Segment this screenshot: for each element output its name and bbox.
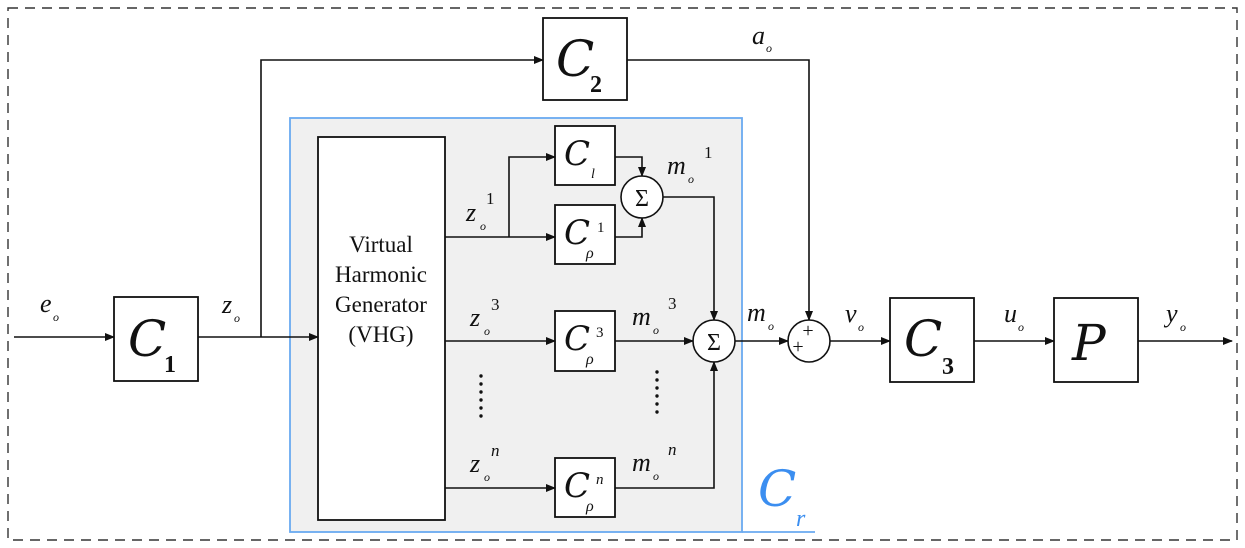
signal-z3: z o 3 xyxy=(469,295,500,338)
svg-text:z: z xyxy=(469,449,480,478)
region-label-sub: r xyxy=(796,506,806,532)
signal-z1: z o 1 xyxy=(465,189,495,233)
c2-label: C xyxy=(556,30,594,88)
signal-u: u o xyxy=(1004,299,1024,334)
wire-cl-sum xyxy=(615,156,646,177)
vhg-line-2: Harmonic xyxy=(335,262,427,287)
svg-text:o: o xyxy=(653,323,659,337)
wire-z-c2 xyxy=(260,56,544,337)
svg-text:o: o xyxy=(688,172,694,186)
plant-label: P xyxy=(1071,314,1107,372)
svg-text:e: e xyxy=(40,289,52,318)
svg-text:a: a xyxy=(752,21,765,50)
svg-text:m: m xyxy=(632,302,651,331)
summer-plus-top: + xyxy=(802,320,813,342)
crho3-sup: 3 xyxy=(596,325,604,341)
c3-label: C xyxy=(904,310,942,368)
outer-dashed-frame xyxy=(7,7,1238,541)
signal-m3: m o 3 xyxy=(632,294,677,337)
vhg-line-1: Virtual xyxy=(349,232,413,257)
svg-text:3: 3 xyxy=(668,294,677,313)
signal-z: z o xyxy=(221,290,240,325)
cl-label: C xyxy=(564,134,590,174)
crho1-sub: ρ xyxy=(585,245,594,262)
crho3-label: C xyxy=(564,319,590,359)
signal-m1: m o 1 xyxy=(667,143,713,186)
svg-text:z: z xyxy=(465,198,476,227)
svg-text:n: n xyxy=(491,441,500,460)
vhg-line-3: Generator xyxy=(335,292,427,317)
wire-crho1-sum xyxy=(615,217,646,238)
wire-z1-cl xyxy=(508,153,556,237)
summer-plus-left: + xyxy=(792,336,803,358)
svg-text:y: y xyxy=(1163,299,1178,328)
signal-mn: m o n xyxy=(632,440,677,483)
svg-text:m: m xyxy=(632,448,651,477)
cl-block xyxy=(554,125,616,186)
svg-text:o: o xyxy=(766,41,772,55)
wire-m1 xyxy=(663,196,718,321)
svg-text:3: 3 xyxy=(491,295,500,314)
svg-text:o: o xyxy=(653,469,659,483)
signal-e: e o xyxy=(40,289,59,324)
svg-text:o: o xyxy=(484,324,490,338)
svg-text:1: 1 xyxy=(704,143,713,162)
c2-sub: 2 xyxy=(590,72,602,98)
svg-text:1: 1 xyxy=(486,189,495,208)
signal-y: y o xyxy=(1163,299,1186,334)
c1-label: C xyxy=(128,310,166,368)
plant-block xyxy=(1053,297,1139,383)
vhg-block xyxy=(317,136,446,521)
c3-sub: 3 xyxy=(942,354,954,380)
svg-text:z: z xyxy=(469,303,480,332)
crhon-label: C xyxy=(564,466,590,506)
c3-block xyxy=(889,297,975,383)
svg-text:o: o xyxy=(1018,320,1024,334)
svg-text:o: o xyxy=(234,311,240,325)
svg-text:o: o xyxy=(53,310,59,324)
ellipsis-m xyxy=(655,370,659,414)
crho1-label: C xyxy=(564,213,590,253)
signal-a: a o xyxy=(752,21,772,55)
region-label: C xyxy=(758,460,796,518)
svg-text:u: u xyxy=(1004,299,1017,328)
summer-mid-sigma: Σ xyxy=(707,330,721,356)
summer-top-sigma: Σ xyxy=(635,186,649,212)
svg-text:n: n xyxy=(668,440,677,459)
svg-text:o: o xyxy=(480,219,486,233)
signal-zn: z o n xyxy=(469,441,500,484)
crhon-sub: ρ xyxy=(585,498,594,515)
cl-sub: l xyxy=(591,167,595,182)
crhon-block xyxy=(554,457,616,518)
svg-text:v: v xyxy=(845,299,857,328)
svg-text:o: o xyxy=(1180,320,1186,334)
svg-text:z: z xyxy=(221,290,232,319)
svg-text:o: o xyxy=(484,470,490,484)
crho1-block xyxy=(554,204,616,265)
c2-block xyxy=(542,17,628,101)
wire-mn xyxy=(615,361,718,489)
vhg-line-4: (VHG) xyxy=(348,322,413,347)
wire-a xyxy=(627,59,813,321)
signal-m: m o xyxy=(747,298,774,333)
ellipsis-z xyxy=(479,374,483,418)
crho3-sub: ρ xyxy=(585,351,594,368)
svg-text:o: o xyxy=(858,320,864,334)
svg-text:m: m xyxy=(667,151,686,180)
signal-v: v o xyxy=(845,299,864,334)
c1-sub: 1 xyxy=(164,352,176,378)
svg-text:o: o xyxy=(768,319,774,333)
crhon-sup: n xyxy=(596,472,604,488)
crho1-sup: 1 xyxy=(597,220,605,236)
svg-text:m: m xyxy=(747,298,766,327)
